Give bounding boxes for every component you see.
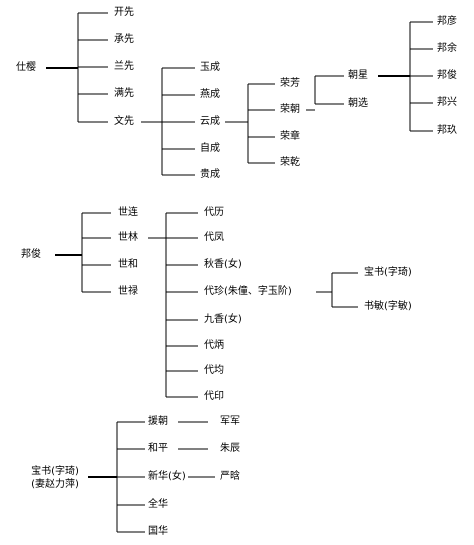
child-label: 援朝 bbox=[148, 416, 168, 427]
great-grandchild-label: 宝书(字琦) bbox=[364, 267, 412, 278]
grandson-label: 自成 bbox=[200, 143, 220, 154]
grandchild-label: 代凤 bbox=[204, 232, 224, 243]
grandchild-label: 代历 bbox=[204, 207, 224, 218]
son-label: 兰先 bbox=[114, 61, 134, 72]
grandchild-label: 代珍(朱僮、字玉阶) bbox=[204, 286, 292, 297]
descendant-label: 朝选 bbox=[348, 98, 368, 109]
son-label: 世林 bbox=[118, 232, 138, 243]
grandchild-label: 朱辰 bbox=[220, 443, 240, 454]
grandson-label: 玉成 bbox=[200, 62, 220, 73]
grandchild-label: 秋香(女) bbox=[204, 259, 242, 270]
grandchild-label: 军军 bbox=[220, 416, 240, 427]
child-label: 国华 bbox=[148, 526, 168, 537]
son-label: 文先 bbox=[114, 116, 134, 127]
descendant-label: 邦余 bbox=[437, 43, 457, 54]
root-label: 邦俊 bbox=[21, 249, 41, 260]
son-label: 满先 bbox=[114, 88, 134, 99]
grandson-label: 云成 bbox=[200, 116, 220, 127]
great-grandson-label: 荣芳 bbox=[280, 78, 300, 89]
grandson-label: 贵成 bbox=[200, 169, 220, 180]
descendant-label: 邦俊 bbox=[437, 70, 457, 81]
descendant-label: 邦玖 bbox=[437, 125, 457, 136]
son-label: 世连 bbox=[118, 207, 138, 218]
son-label: 世禄 bbox=[118, 286, 138, 297]
child-label: 全华 bbox=[148, 499, 168, 510]
grandchild-label: 代印 bbox=[204, 391, 224, 402]
descendant-label: 邦兴 bbox=[437, 97, 457, 108]
root-label: 仕樱 bbox=[16, 62, 36, 73]
grandchild-label: 代炳 bbox=[204, 340, 224, 351]
child-label: 和平 bbox=[148, 443, 168, 454]
grandchild-label: 九香(女) bbox=[204, 314, 242, 325]
great-grandson-label: 荣乾 bbox=[280, 157, 300, 168]
great-grandchild-label: 书敏(字敏) bbox=[364, 301, 412, 312]
child-label: 新华(女) bbox=[148, 471, 186, 482]
grandson-label: 燕成 bbox=[200, 89, 220, 100]
root-label: 宝书(字琦) bbox=[31, 466, 79, 477]
son-label: 开先 bbox=[114, 7, 134, 18]
great-grandson-label: 荣朝 bbox=[280, 104, 300, 115]
root-spouse-label: (妻赵力萍) bbox=[31, 479, 79, 490]
descendant-label: 邦彦 bbox=[437, 16, 457, 27]
great-grandson-label: 荣章 bbox=[280, 131, 300, 142]
son-label: 世和 bbox=[118, 259, 138, 270]
descendant-label: 朝星 bbox=[348, 70, 368, 81]
son-label: 承先 bbox=[114, 34, 134, 45]
grandchild-label: 严晗 bbox=[220, 471, 240, 482]
grandchild-label: 代均 bbox=[204, 365, 224, 376]
